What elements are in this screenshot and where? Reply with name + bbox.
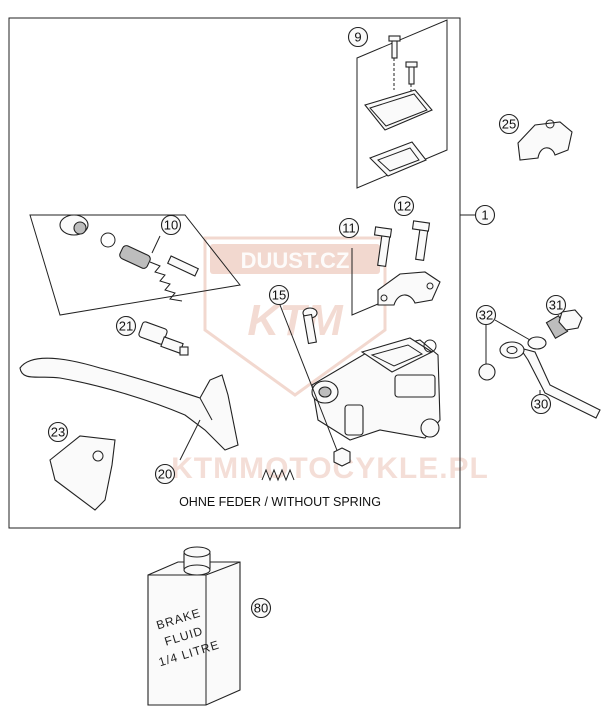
handlebar-clamp-25 xyxy=(517,121,573,161)
callout-9: 9 xyxy=(347,26,369,48)
callout-11: 11 xyxy=(338,217,360,239)
svg-text:25: 25 xyxy=(502,117,516,132)
callout-21: 21 xyxy=(115,315,137,337)
svg-text:15: 15 xyxy=(272,288,286,303)
svg-text:12: 12 xyxy=(397,199,411,214)
callout-23: 23 xyxy=(47,421,69,443)
svg-text:20: 20 xyxy=(158,467,172,482)
callout-20: 20 xyxy=(154,463,176,485)
svg-text:23: 23 xyxy=(51,425,65,440)
brake-lever xyxy=(19,357,239,451)
watermark-top-text: DUUST.CZ xyxy=(241,248,350,273)
banjo-bolt xyxy=(545,309,583,340)
pivot-pin xyxy=(302,307,318,345)
callout-10: 10 xyxy=(160,214,182,236)
clamp-bolts xyxy=(373,220,431,268)
svg-text:9: 9 xyxy=(354,30,361,45)
screw-pair xyxy=(388,35,418,85)
svg-text:11: 11 xyxy=(342,221,356,236)
watermark-logo-text: KTM xyxy=(247,296,344,345)
svg-text:32: 32 xyxy=(479,308,493,323)
copper-washer-2 xyxy=(478,363,496,381)
svg-text:31: 31 xyxy=(549,298,563,313)
reservoir-diaphragm xyxy=(369,141,427,177)
callout-30: 30 xyxy=(530,393,552,415)
callout-32: 32 xyxy=(475,304,497,326)
piston-kit xyxy=(59,214,200,302)
pivot-nut xyxy=(333,447,351,467)
svg-text:80: 80 xyxy=(254,601,268,616)
lever-adjuster xyxy=(138,321,189,356)
callout-80: 80 xyxy=(250,597,272,619)
reservoir-cover xyxy=(364,89,433,131)
callout-12: 12 xyxy=(393,195,415,217)
master-cylinder-body xyxy=(311,337,441,441)
callout-31: 31 xyxy=(545,294,567,316)
brake-fluid-bottle xyxy=(147,546,241,706)
copper-washer xyxy=(527,336,547,350)
callout-1: 1 xyxy=(474,204,496,226)
watermark-bottom-text: KTMMOTOCYKLE.PL xyxy=(171,452,489,485)
group-10-outline xyxy=(29,214,241,316)
lever-guard xyxy=(49,435,116,511)
lever-spring xyxy=(261,468,295,482)
svg-text:30: 30 xyxy=(534,397,548,412)
svg-text:10: 10 xyxy=(164,218,178,233)
svg-text:1: 1 xyxy=(481,208,488,223)
assembly-frame xyxy=(8,17,461,529)
callout-15: 15 xyxy=(268,284,290,306)
group-9-outline xyxy=(356,19,448,189)
callout-25: 25 xyxy=(498,113,520,135)
caption-without-spring: OHNE FEDER / WITHOUT SPRING xyxy=(179,495,381,509)
brake-hose-assembly xyxy=(499,341,601,419)
watermark: DUUST.CZ KTM KTMMOTOCYKLE.PL xyxy=(171,236,489,485)
handlebar-clamp xyxy=(377,271,441,306)
svg-text:21: 21 xyxy=(119,319,133,334)
